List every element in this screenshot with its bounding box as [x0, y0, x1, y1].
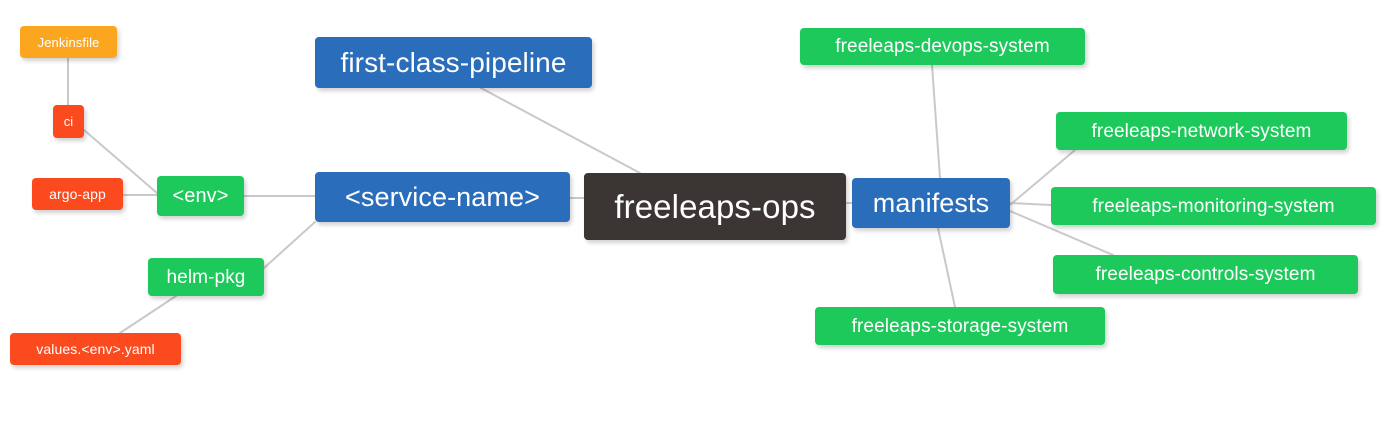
node-service-name[interactable]: <service-name> — [315, 172, 570, 222]
edge-manifests-to-storage-system — [937, 227, 956, 308]
node-label: <service-name> — [345, 181, 540, 212]
node-label: ci — [63, 114, 74, 129]
edge-manifests-to-controls-system — [1009, 210, 1114, 256]
node-label: first-class-pipeline — [340, 46, 567, 78]
edge-first-class-pipeline-to-freeleaps-ops — [480, 87, 641, 174]
node-manifests[interactable]: manifests — [852, 178, 1010, 228]
node-controls-system[interactable]: freeleaps-controls-system — [1053, 255, 1358, 294]
node-label: freeleaps-monitoring-system — [1092, 195, 1335, 217]
node-label: values.<env>.yaml — [36, 341, 155, 357]
node-helm-pkg[interactable]: helm-pkg — [148, 258, 264, 296]
node-label: freeleaps-network-system — [1091, 120, 1312, 142]
node-network-system[interactable]: freeleaps-network-system — [1056, 112, 1347, 150]
node-label: freeleaps-storage-system — [851, 315, 1069, 337]
node-devops-system[interactable]: freeleaps-devops-system — [800, 28, 1085, 65]
edge-manifests-to-network-system — [1009, 149, 1076, 206]
node-values-yaml[interactable]: values.<env>.yaml — [10, 333, 181, 365]
node-label: <env> — [172, 185, 229, 207]
edge-ci-to-env — [83, 129, 158, 194]
edge-manifests-to-devops-system — [931, 64, 941, 179]
edge-manifests-to-monitoring-system — [1009, 202, 1052, 206]
node-argo-app[interactable]: argo-app — [32, 178, 123, 210]
node-label: argo-app — [49, 186, 106, 202]
edge-helm-pkg-to-values-yaml — [119, 295, 177, 334]
node-label: freeleaps-ops — [614, 188, 816, 225]
node-label: manifests — [872, 187, 990, 218]
node-storage-system[interactable]: freeleaps-storage-system — [815, 307, 1105, 345]
edge-service-name-to-helm-pkg — [263, 221, 316, 269]
node-label: helm-pkg — [166, 266, 246, 288]
node-label: freeleaps-devops-system — [835, 36, 1050, 57]
node-ci[interactable]: ci — [53, 105, 84, 138]
node-monitoring-system[interactable]: freeleaps-monitoring-system — [1051, 187, 1376, 225]
node-label: freeleaps-controls-system — [1095, 264, 1316, 285]
node-freeleaps-ops[interactable]: freeleaps-ops — [584, 173, 846, 240]
node-label: Jenkinsfile — [37, 34, 100, 50]
node-first-class-pipeline[interactable]: first-class-pipeline — [315, 37, 592, 88]
node-env[interactable]: <env> — [157, 176, 244, 216]
node-jenkinsfile[interactable]: Jenkinsfile — [20, 26, 117, 58]
